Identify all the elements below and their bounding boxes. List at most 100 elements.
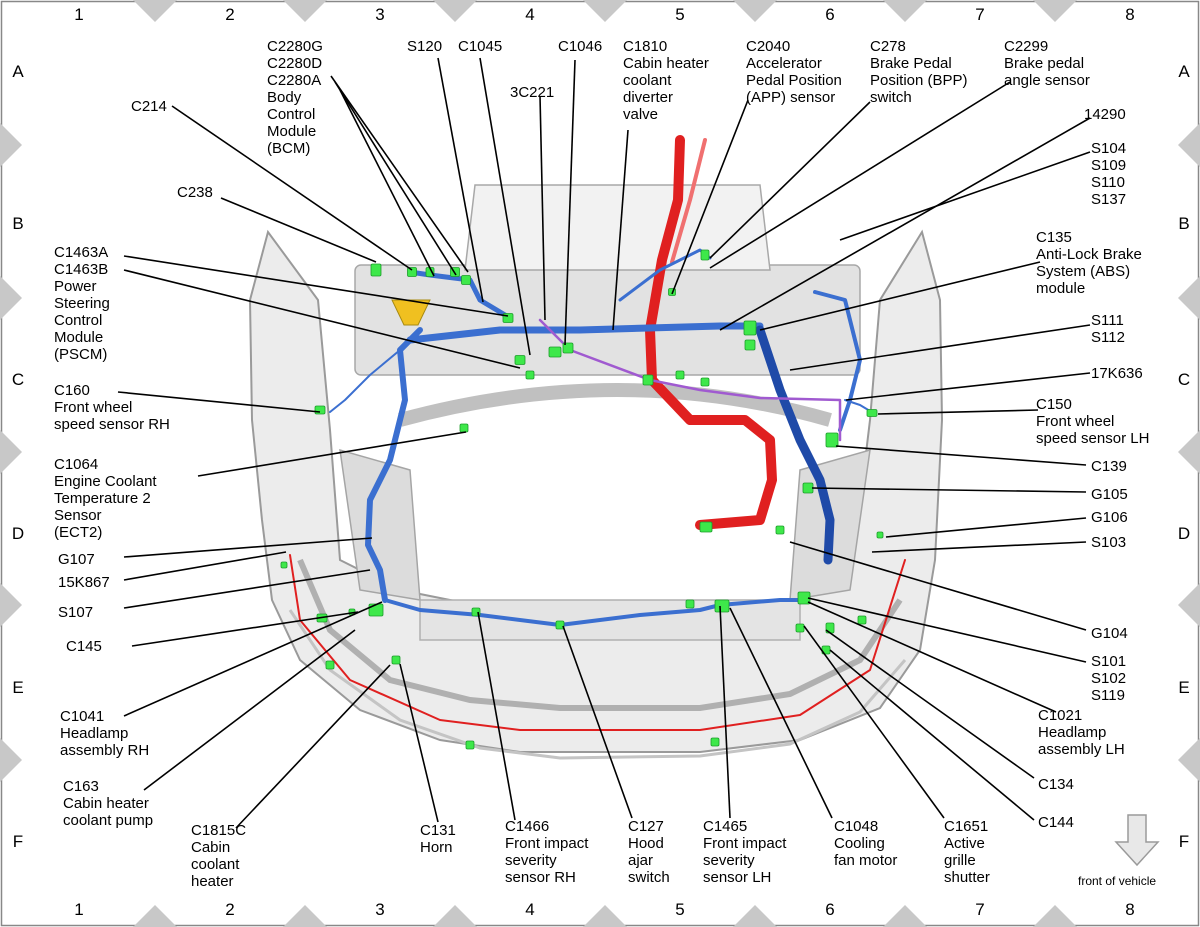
connector	[370, 263, 382, 277]
reservoir-yellow	[391, 299, 431, 326]
connector	[407, 267, 417, 277]
connector	[548, 346, 562, 358]
grid-col-top-1: 1	[74, 5, 84, 24]
label-c1064: C1064 Engine Coolant Temperature 2 Senso…	[54, 456, 157, 541]
front-of-vehicle-arrow-icon	[1114, 814, 1160, 867]
leader-line	[220, 197, 377, 263]
bottom-diamond	[283, 905, 327, 927]
grid-row-left-d: D	[11, 524, 25, 543]
label-c1815c: C1815C Cabin coolant heater	[191, 822, 247, 890]
connector	[280, 561, 288, 569]
label-s120: S120	[407, 38, 443, 55]
harness-c160	[329, 349, 401, 413]
leader-line	[339, 89, 435, 277]
connector	[700, 377, 710, 387]
connector	[525, 370, 535, 380]
connector	[714, 599, 730, 613]
left-diamond	[0, 276, 22, 320]
label-15k867: 15K867	[58, 574, 110, 591]
label-c1466: C1466 Front impact severity sensor RH	[505, 818, 589, 886]
top-diamond	[1033, 0, 1077, 22]
connector	[675, 370, 685, 380]
label-c1651: C1651 Active grille shutter	[944, 818, 990, 886]
leader-line	[197, 431, 467, 477]
cowl-panel	[354, 264, 861, 376]
grid-row-right-d: D	[1177, 524, 1191, 543]
label-c134: C134	[1038, 776, 1074, 793]
left-diamond	[0, 123, 22, 167]
label-c2040: C2040 Accelerator Pedal Position (APP) s…	[746, 38, 842, 106]
label-c163: C163 Cabin heater coolant pump	[63, 778, 154, 829]
connector	[795, 623, 805, 633]
leader-line	[719, 605, 731, 819]
connector	[314, 405, 326, 415]
label-g104: G104	[1091, 625, 1128, 642]
connector	[744, 339, 756, 351]
grid-row-left-a: A	[12, 62, 24, 81]
leader-line	[562, 625, 633, 819]
label-g105: G105	[1091, 486, 1128, 503]
leader-line	[437, 57, 484, 303]
radiator-support	[398, 383, 832, 427]
connector	[866, 409, 878, 417]
leader-line	[709, 81, 1011, 269]
label-c238: C238	[177, 184, 213, 201]
leader-line	[807, 597, 1087, 663]
grid-col-top-2: 2	[225, 5, 235, 24]
label-c278: C278 Brake Pedal Position (BPP) switch	[870, 38, 968, 106]
callout-leaders	[117, 57, 1091, 829]
grid-row-right-b: B	[1178, 214, 1190, 233]
grid-row-left-b: B	[12, 214, 24, 233]
label-c135: C135 Anti-Lock Brake System (ABS) module	[1036, 229, 1142, 297]
connector	[876, 531, 884, 539]
right-diamond	[1178, 276, 1200, 320]
top-diamond	[133, 0, 177, 22]
grid-col-bottom-3: 3	[375, 900, 385, 919]
leader-line	[759, 261, 1041, 331]
right-diamond	[1178, 738, 1200, 782]
label-17k636: 17K636	[1091, 365, 1143, 382]
connector	[710, 737, 720, 747]
label-c214: C214	[131, 98, 167, 115]
connector	[743, 320, 757, 336]
label-c1465: C1465 Front impact severity sensor LH	[703, 818, 787, 886]
left-diamond	[0, 583, 22, 627]
grid-col-top-6: 6	[825, 5, 835, 24]
grid-col-bottom-7: 7	[975, 900, 985, 919]
grid-col-bottom-2: 2	[225, 900, 235, 919]
leader-line	[123, 601, 383, 717]
leader-line	[123, 569, 371, 609]
leader-line	[131, 611, 359, 647]
label-c1021: C1021 Headlamp assembly LH	[1038, 707, 1125, 758]
grid-col-bottom-6: 6	[825, 900, 835, 919]
harness-lh-main	[755, 325, 835, 565]
connector	[825, 432, 839, 448]
leader-line	[171, 105, 413, 271]
leader-line	[330, 75, 469, 273]
right-diamond	[1178, 430, 1200, 474]
right-diamond	[1178, 123, 1200, 167]
connector	[802, 482, 814, 494]
label-c144: C144	[1038, 814, 1074, 831]
connector	[325, 660, 335, 670]
leader-line	[719, 117, 1091, 331]
right-diamond	[1178, 583, 1200, 627]
label-c1041: C1041 Headlamp assembly RH	[60, 708, 150, 759]
grid-col-bottom-5: 5	[675, 900, 685, 919]
label-3c221: 3C221	[510, 84, 555, 101]
label-c1045: C1045	[458, 38, 503, 55]
label-s101: S101 S102 S119	[1091, 653, 1127, 704]
leader-line	[789, 324, 1091, 371]
connector	[775, 525, 785, 535]
top-diamond	[283, 0, 327, 22]
connector	[555, 620, 565, 630]
coolant-hose-red	[645, 135, 777, 530]
connector	[857, 615, 867, 625]
top-diamond	[583, 0, 627, 22]
label-g106: G106	[1091, 509, 1128, 526]
firewall	[464, 184, 771, 271]
grid-col-top-7: 7	[975, 5, 985, 24]
main-harness-cowl	[406, 322, 764, 344]
